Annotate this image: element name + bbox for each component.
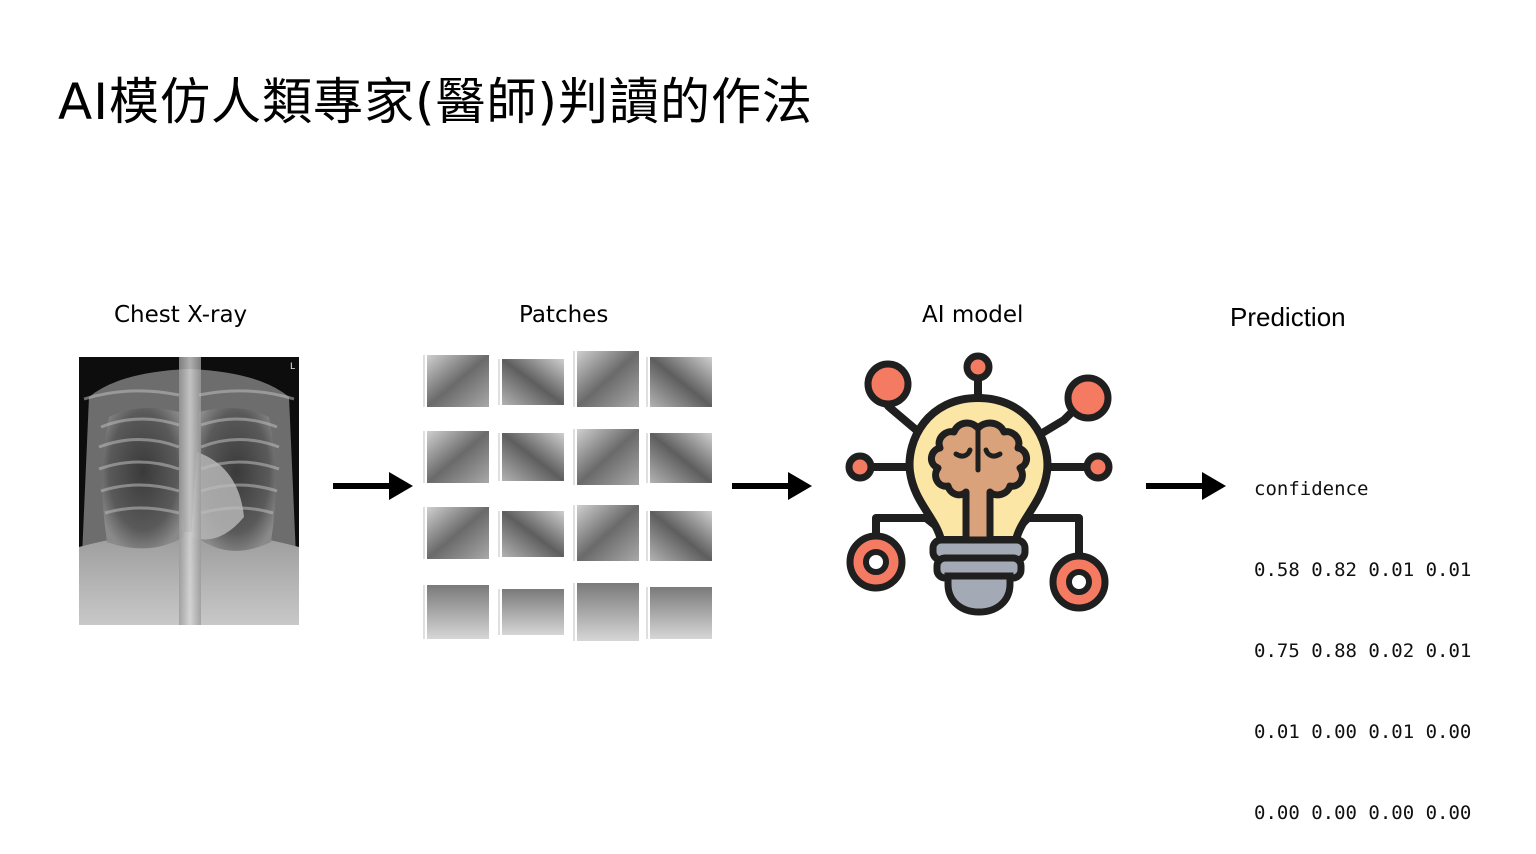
stage-label-model: AI model xyxy=(922,302,1024,328)
prediction-confidence-block: confidence 0.58 0.82 0.01 0.01 0.75 0.88… xyxy=(1254,422,1471,854)
stage-label-prediction: Prediction xyxy=(1230,302,1346,332)
confidence-row: 0.58 0.82 0.01 0.01 xyxy=(1254,559,1472,581)
stage-label-xray: Chest X-ray xyxy=(114,302,248,328)
xray-side-marker: L xyxy=(290,362,295,372)
right-arrow-icon xyxy=(1146,472,1226,500)
confidence-row: 0.75 0.88 0.02 0.01 xyxy=(1254,640,1472,662)
right-arrow-icon xyxy=(333,472,413,500)
confidence-header: confidence xyxy=(1254,478,1369,500)
lightbulb-brain-network-icon xyxy=(836,350,1121,625)
confidence-row: 0.01 0.00 0.01 0.00 xyxy=(1254,721,1472,743)
stage-label-patches: Patches xyxy=(519,302,609,328)
confidence-row: 0.00 0.00 0.00 0.00 xyxy=(1254,802,1472,824)
slide-title: AI模仿人類專家(醫師)判讀的作法 xyxy=(58,73,813,131)
right-arrow-icon xyxy=(732,472,812,500)
patches-grid xyxy=(417,345,717,650)
chest-xray-image: L xyxy=(79,357,299,625)
